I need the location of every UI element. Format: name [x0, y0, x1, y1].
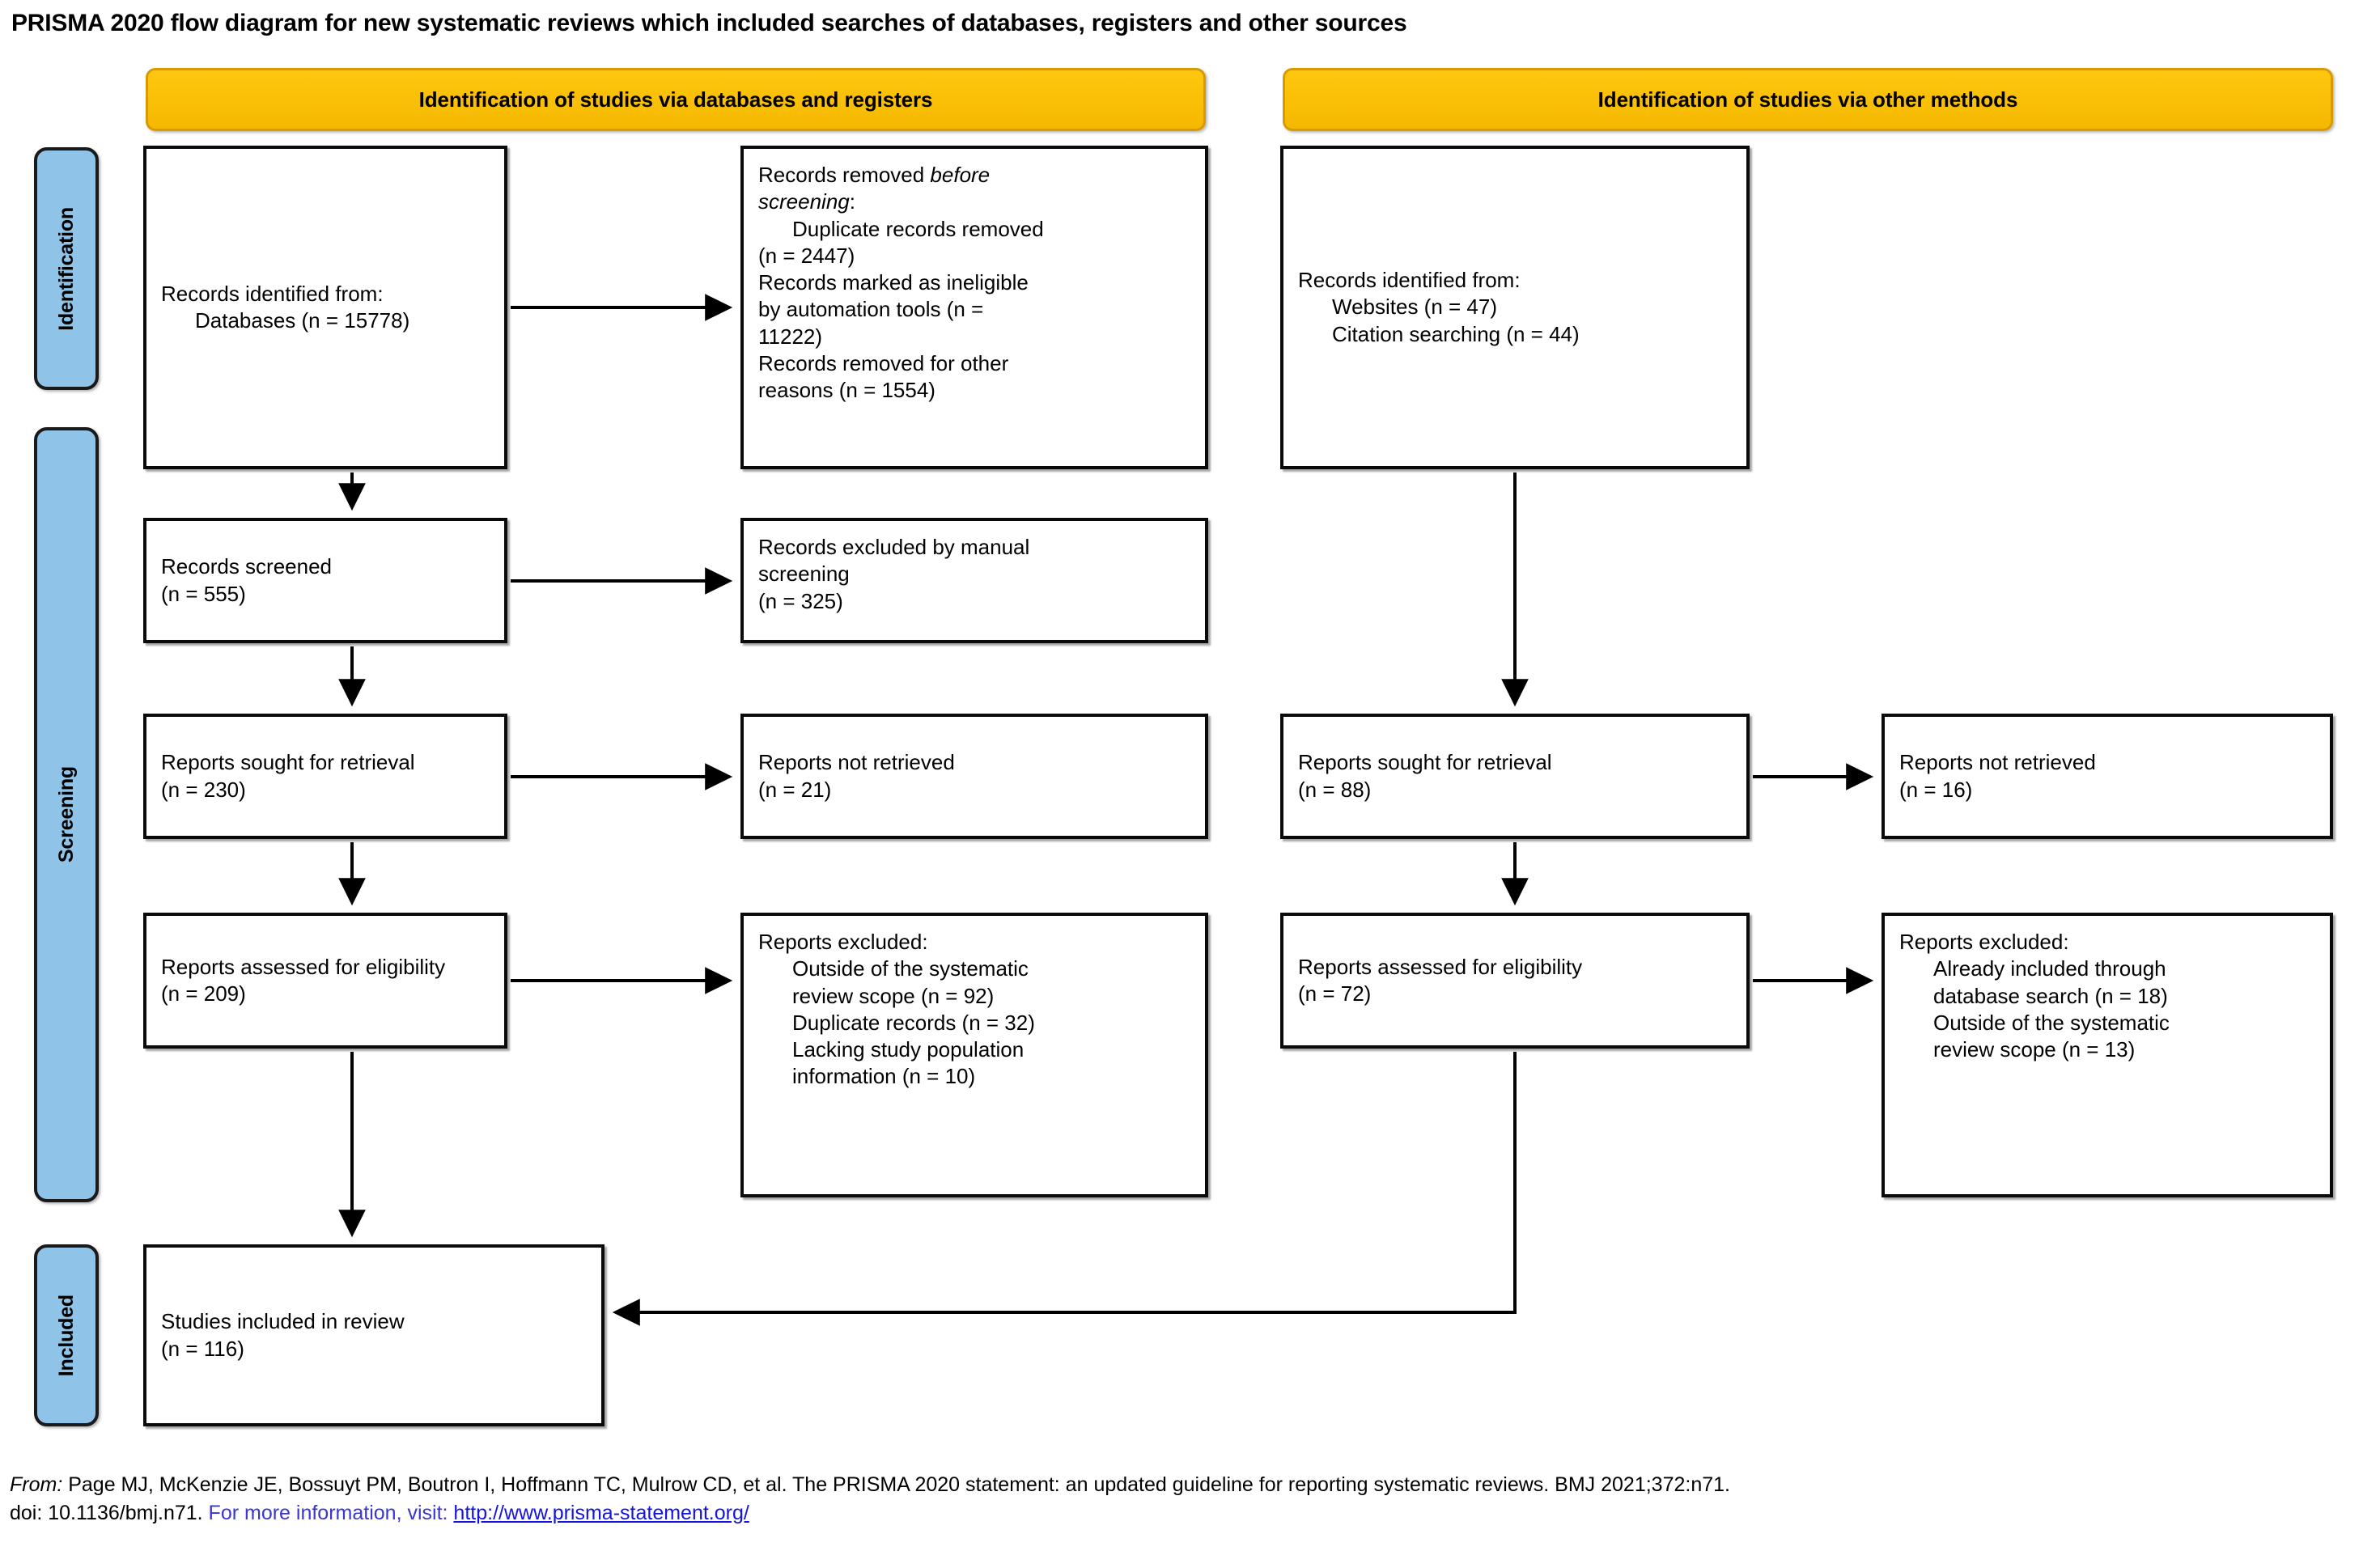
- box-line: Reports assessed for eligibility: [1298, 954, 1583, 979]
- box-line: (n = 230): [161, 777, 246, 802]
- footer-from-label: From:: [10, 1473, 63, 1496]
- box-reports-excluded-other-methods: Reports excluded: Already included throu…: [1882, 913, 2333, 1197]
- box-line: Records removed before: [758, 162, 1190, 189]
- text-fragment: :: [849, 189, 855, 214]
- box-line: Reports excluded:: [758, 930, 928, 954]
- box-line: Reports sought for retrieval: [1298, 750, 1552, 775]
- box-line: Reports not retrieved: [1899, 750, 2096, 775]
- box-line: (n = 209): [161, 981, 246, 1006]
- stage-tab-included-label: Included: [54, 1294, 78, 1377]
- box-line: Records identified from:: [161, 281, 384, 306]
- box-reports-sought-for-retrieval-databases: Reports sought for retrieval (n = 230): [143, 714, 507, 839]
- box-line: (n = 72): [1298, 981, 1372, 1006]
- text-fragment-italic: screening: [758, 189, 850, 214]
- box-line: Lacking study population: [792, 1037, 1025, 1062]
- box-line: Outside of the systematic: [792, 956, 1029, 981]
- box-reports-not-retrieved-other-methods: Reports not retrieved (n = 16): [1882, 714, 2333, 839]
- box-line: Databases (n = 15778): [195, 308, 410, 333]
- box-line: Outside of the systematic: [1933, 1010, 2170, 1035]
- box-line: (n = 21): [758, 777, 832, 802]
- box-line: (n = 2447): [758, 243, 855, 268]
- text-fragment-italic: before: [930, 163, 991, 187]
- column-header-databases: Identification of studies via databases …: [146, 68, 1206, 131]
- box-records-identified-databases: Records identified from: Databases (n = …: [143, 146, 507, 469]
- box-studies-included-in-review: Studies included in review (n = 116): [143, 1244, 605, 1426]
- box-line: 11222): [758, 324, 823, 349]
- box-line: Reports assessed for eligibility: [161, 954, 446, 979]
- box-reports-sought-for-retrieval-other-methods: Reports sought for retrieval (n = 88): [1280, 714, 1750, 839]
- footer-citation: From: Page MJ, McKenzie JE, Bossuyt PM, …: [10, 1471, 2365, 1527]
- box-line: Already included through: [1933, 956, 2166, 981]
- box-line: Records marked as ineligible: [758, 270, 1029, 295]
- box-line: Reports excluded:: [1899, 930, 2069, 954]
- box-reports-not-retrieved-databases: Reports not retrieved (n = 21): [740, 714, 1208, 839]
- stage-tab-screening: Screening: [34, 427, 99, 1202]
- box-line: Studies included in review: [161, 1309, 405, 1334]
- box-line: Records screened: [161, 554, 332, 579]
- box-line: Reports sought for retrieval: [161, 750, 415, 775]
- box-line: Duplicate records removed: [792, 216, 1044, 241]
- box-line: (n = 325): [758, 588, 843, 613]
- box-line: review scope (n = 92): [792, 983, 995, 1008]
- footer-citation-text: Page MJ, McKenzie JE, Bossuyt PM, Boutro…: [62, 1473, 1730, 1496]
- box-reports-assessed-for-eligibility-other-methods: Reports assessed for eligibility (n = 72…: [1280, 913, 1750, 1049]
- stage-tab-screening-label: Screening: [54, 766, 78, 863]
- stage-tab-included: Included: [34, 1244, 99, 1426]
- footer-line-1: From: Page MJ, McKenzie JE, Bossuyt PM, …: [10, 1471, 2365, 1499]
- page-title: PRISMA 2020 flow diagram for new systema…: [11, 10, 1407, 36]
- box-line: by automation tools (n =: [758, 297, 984, 322]
- prisma-statement-link[interactable]: http://www.prisma-statement.org/: [453, 1501, 749, 1524]
- box-line: Records identified from:: [1298, 268, 1521, 293]
- box-line: (n = 16): [1899, 777, 1973, 802]
- stage-tab-identification-label: Identification: [54, 206, 78, 331]
- box-line: Reports not retrieved: [758, 750, 955, 775]
- box-line: Websites (n = 47): [1332, 295, 1498, 320]
- box-records-removed-before-screening: Records removed before screening: Duplic…: [740, 146, 1208, 469]
- box-line: Records removed for other: [758, 350, 1009, 375]
- text-fragment: Records removed: [758, 163, 931, 187]
- box-line: Duplicate records (n = 32): [792, 1010, 1035, 1035]
- box-line: information (n = 10): [792, 1064, 976, 1089]
- footer-doi: doi: 10.1136/bmj.n71.: [10, 1501, 203, 1524]
- box-reports-excluded-databases: Reports excluded: Outside of the systema…: [740, 913, 1208, 1197]
- box-line: (n = 116): [161, 1336, 244, 1361]
- box-line: database search (n = 18): [1933, 983, 2168, 1008]
- footer-line-2: doi: 10.1136/bmj.n71. For more informati…: [10, 1499, 2365, 1528]
- column-header-other-methods-label: Identification of studies via other meth…: [1597, 87, 2018, 112]
- box-reports-assessed-for-eligibility-databases: Reports assessed for eligibility (n = 20…: [143, 913, 507, 1049]
- column-header-databases-label: Identification of studies via databases …: [418, 87, 933, 112]
- box-line: (n = 555): [161, 581, 246, 606]
- box-line: Citation searching (n = 44): [1332, 321, 1580, 346]
- stage-tab-identification: Identification: [34, 147, 99, 390]
- column-header-other-methods: Identification of studies via other meth…: [1283, 68, 2333, 131]
- box-records-screened: Records screened (n = 555): [143, 518, 507, 643]
- box-records-identified-other-methods: Records identified from: Websites (n = 4…: [1280, 146, 1750, 469]
- box-line: (n = 88): [1298, 777, 1372, 802]
- box-line: screening:: [758, 189, 1190, 215]
- box-line: screening: [758, 561, 850, 587]
- box-line: review scope (n = 13): [1933, 1037, 2136, 1062]
- box-line: Records excluded by manual: [758, 535, 1030, 559]
- box-records-excluded-manual-screening: Records excluded by manual screening (n …: [740, 518, 1208, 643]
- footer-link-lead: For more information, visit:: [202, 1501, 454, 1524]
- box-line: reasons (n = 1554): [758, 378, 935, 403]
